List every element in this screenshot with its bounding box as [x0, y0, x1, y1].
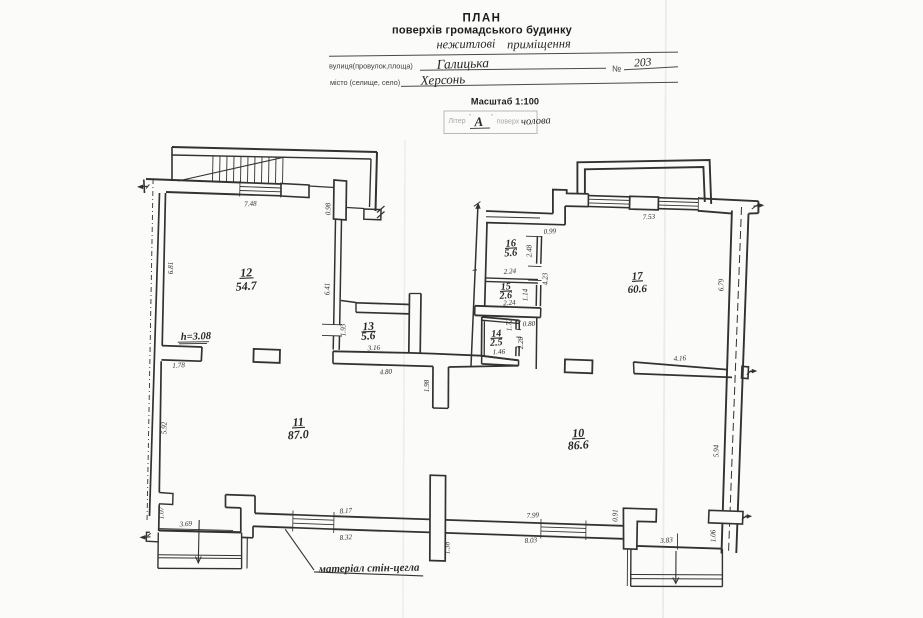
svg-text:ПЛАН: ПЛАН: [463, 13, 502, 25]
svg-text:А: А: [473, 114, 484, 130]
svg-text:2.24: 2.24: [503, 299, 516, 308]
svg-text:7.99: 7.99: [526, 511, 540, 520]
svg-text:8.32: 8.32: [339, 533, 353, 542]
svg-text:5.6: 5.6: [504, 248, 519, 260]
svg-text:місто (селище, село): місто (селище, село): [330, 78, 400, 87]
svg-text:6.79: 6.79: [718, 278, 726, 291]
svg-text:1.06: 1.06: [710, 529, 718, 542]
svg-text:матеріал стін-цегла: матеріал стін-цегла: [317, 562, 420, 576]
svg-text:чолова: чолова: [521, 115, 551, 128]
svg-text:7.53: 7.53: [642, 213, 655, 222]
svg-text:нежитлові: нежитлові: [436, 36, 496, 51]
svg-text:поверхів громадського будинку: поверхів громадського будинку: [392, 25, 573, 37]
svg-text:0.80: 0.80: [523, 320, 536, 328]
svg-text:1.78: 1.78: [172, 361, 185, 370]
svg-text:5.92: 5.92: [161, 421, 169, 434]
svg-text:1.07: 1.07: [158, 506, 166, 519]
svg-text:”: ”: [469, 114, 472, 121]
svg-text:8.17: 8.17: [339, 507, 353, 516]
svg-text:Херсонь: Херсонь: [419, 71, 465, 88]
svg-text:60.6: 60.6: [627, 283, 648, 296]
svg-text:6.81: 6.81: [167, 262, 175, 275]
svg-text:6.41: 6.41: [324, 283, 332, 296]
svg-text:2.24: 2.24: [503, 267, 516, 276]
svg-text:приміщення: приміщення: [507, 36, 571, 51]
svg-text:4.16: 4.16: [673, 354, 687, 363]
svg-text:16: 16: [505, 238, 517, 250]
svg-text:10: 10: [572, 426, 585, 441]
svg-text:7.48: 7.48: [244, 200, 257, 209]
svg-text:2.5: 2.5: [489, 337, 503, 349]
svg-text:8.03: 8.03: [524, 536, 538, 545]
svg-text:86.6: 86.6: [567, 437, 589, 452]
svg-text:3.16: 3.16: [366, 344, 380, 353]
svg-text:15: 15: [500, 281, 511, 293]
svg-text:0.91: 0.91: [612, 509, 620, 522]
svg-text:12: 12: [240, 265, 253, 280]
svg-text:17: 17: [631, 270, 643, 283]
svg-text:”: ”: [491, 114, 494, 121]
svg-text:4.23: 4.23: [542, 272, 550, 285]
svg-text:Галицька: Галицька: [435, 55, 489, 72]
svg-text:54.7: 54.7: [235, 278, 258, 294]
svg-text:1.14: 1.14: [522, 288, 530, 301]
svg-text:3.69: 3.69: [178, 520, 193, 529]
svg-text:13: 13: [362, 321, 375, 334]
svg-text:h=3.08: h=3.08: [181, 331, 212, 343]
svg-text:0.98: 0.98: [325, 202, 333, 215]
svg-text:4.80: 4.80: [379, 368, 393, 377]
svg-text:поверх: поверх: [497, 119, 520, 126]
svg-text:1.93: 1.93: [340, 323, 348, 336]
svg-text:3.83: 3.83: [659, 536, 674, 545]
svg-text:5.94: 5.94: [713, 444, 721, 457]
svg-text:5.6: 5.6: [361, 330, 376, 343]
svg-text:0.99: 0.99: [543, 227, 556, 236]
svg-text:Масштаб 1:100: Масштаб 1:100: [471, 97, 539, 107]
svg-text:Літер: Літер: [448, 117, 465, 125]
svg-text:2.6: 2.6: [498, 290, 512, 302]
svg-text:203: 203: [634, 56, 652, 69]
svg-text:1.72: 1.72: [506, 318, 514, 331]
svg-text:87.0: 87.0: [287, 427, 309, 442]
svg-text:11: 11: [292, 415, 304, 430]
svg-text:1.46: 1.46: [493, 348, 506, 356]
svg-text:14: 14: [491, 328, 502, 340]
svg-text:№: №: [612, 64, 621, 74]
svg-text:вулиця(провулок,площа): вулиця(провулок,площа): [329, 62, 413, 71]
svg-text:2.48: 2.48: [526, 244, 534, 257]
svg-text:2.28: 2.28: [517, 336, 525, 349]
svg-text:1.38: 1.38: [444, 541, 452, 554]
svg-text:1.98: 1.98: [423, 379, 431, 392]
